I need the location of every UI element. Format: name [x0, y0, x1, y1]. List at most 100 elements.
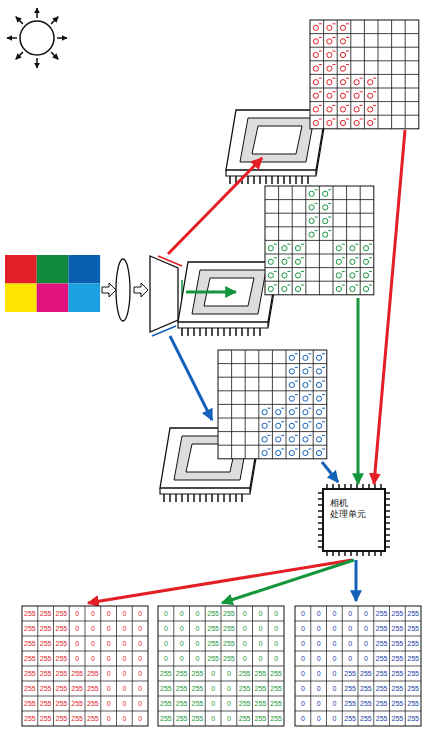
table-cell: 255 — [374, 625, 390, 632]
signal-arrow — [222, 560, 354, 603]
table-cell: 0 — [358, 640, 374, 647]
table-cell: 0 — [117, 685, 133, 692]
table-cell: 255 — [374, 685, 390, 692]
table-cell: 255 — [22, 610, 38, 617]
table-cell: 0 — [311, 625, 327, 632]
table-cell: 0 — [358, 610, 374, 617]
table-cell: 255 — [22, 700, 38, 707]
table-cell: 255 — [158, 670, 174, 677]
table-cell: 0 — [101, 625, 117, 632]
table-cell: 255 — [158, 685, 174, 692]
table-cell: 0 — [268, 610, 284, 617]
table-cell: 255 — [54, 640, 70, 647]
table-cell: 0 — [132, 685, 148, 692]
table-cell: 0 — [221, 685, 237, 692]
table-cell: 0 — [295, 685, 311, 692]
table-cell: 0 — [311, 685, 327, 692]
table-cell: 255 — [22, 625, 38, 632]
table-cell: 255 — [237, 700, 253, 707]
table-cell: 255 — [38, 685, 54, 692]
table-cell: 255 — [374, 640, 390, 647]
table-cell: 0 — [158, 640, 174, 647]
table-cell: 255 — [174, 700, 190, 707]
table-cell: 0 — [117, 670, 133, 677]
table-cell: 0 — [358, 655, 374, 662]
table-cell: 0 — [174, 610, 190, 617]
node-label: 相机 处理单元 — [330, 498, 368, 521]
value-table — [295, 606, 421, 726]
table-cell: 0 — [132, 625, 148, 632]
light-arrow — [102, 283, 116, 297]
table-cell: 255 — [38, 625, 54, 632]
table-cell: 255 — [405, 610, 421, 617]
table-cell: 255 — [390, 610, 406, 617]
table-cell: 255 — [54, 700, 70, 707]
table-cell: 255 — [374, 610, 390, 617]
table-cell: 255 — [405, 700, 421, 707]
table-cell: 255 — [205, 655, 221, 662]
table-cell: 255 — [405, 715, 421, 722]
sensor-grid — [218, 350, 327, 459]
table-cell: 255 — [54, 685, 70, 692]
table-cell: 0 — [327, 610, 343, 617]
processing-unit: 相机 处理单元 — [322, 488, 386, 552]
table-cell: 0 — [327, 700, 343, 707]
signal-arrow — [374, 130, 405, 484]
signal-arrow — [322, 462, 338, 482]
table-cell: 255 — [342, 715, 358, 722]
table-cell: 0 — [295, 655, 311, 662]
table-cell: 255 — [205, 625, 221, 632]
table-cell: 255 — [205, 610, 221, 617]
table-cell: 0 — [295, 700, 311, 707]
table-cell: 0 — [268, 640, 284, 647]
table-cell: 255 — [405, 655, 421, 662]
table-cell: 0 — [295, 670, 311, 677]
table-cell: 0 — [132, 640, 148, 647]
table-cell: 0 — [132, 670, 148, 677]
table-cell: 0 — [190, 655, 206, 662]
table-cell: 0 — [132, 700, 148, 707]
table-cell: 0 — [268, 625, 284, 632]
table-cell: 255 — [253, 685, 269, 692]
table-cell: 255 — [190, 715, 206, 722]
table-cell: 0 — [221, 670, 237, 677]
table-cell: 0 — [117, 700, 133, 707]
signal-arrow — [186, 291, 236, 294]
table-cell: 255 — [268, 715, 284, 722]
light-arrow — [134, 283, 148, 297]
table-cell: 255 — [390, 640, 406, 647]
table-cell: 0 — [311, 700, 327, 707]
table-cell: 0 — [253, 655, 269, 662]
table-cell: 0 — [295, 640, 311, 647]
table-cell: 0 — [237, 610, 253, 617]
table-cell: 0 — [327, 670, 343, 677]
table-cell: 0 — [85, 655, 101, 662]
table-cell: 0 — [101, 670, 117, 677]
table-cell: 0 — [327, 640, 343, 647]
table-cell: 0 — [69, 640, 85, 647]
table-cell: 0 — [327, 685, 343, 692]
table-cell: 0 — [174, 640, 190, 647]
table-cell: 255 — [221, 625, 237, 632]
table-cell: 0 — [85, 610, 101, 617]
table-cell: 255 — [390, 625, 406, 632]
table-cell: 0 — [190, 640, 206, 647]
table-cell: 0 — [253, 610, 269, 617]
table-cell: 255 — [69, 715, 85, 722]
table-cell: 255 — [38, 670, 54, 677]
table-cell: 0 — [117, 715, 133, 722]
table-cell: 0 — [132, 655, 148, 662]
processor-pins — [318, 484, 390, 556]
table-cell: 0 — [253, 625, 269, 632]
table-cell: 0 — [158, 610, 174, 617]
table-cell: 255 — [358, 670, 374, 677]
table-cell: 255 — [268, 685, 284, 692]
prism — [150, 256, 182, 336]
table-cell: 255 — [54, 655, 70, 662]
table-cell: 0 — [117, 655, 133, 662]
table-cell: 255 — [374, 670, 390, 677]
table-cell: 255 — [237, 685, 253, 692]
table-cell: 255 — [174, 670, 190, 677]
table-cell: 255 — [85, 700, 101, 707]
